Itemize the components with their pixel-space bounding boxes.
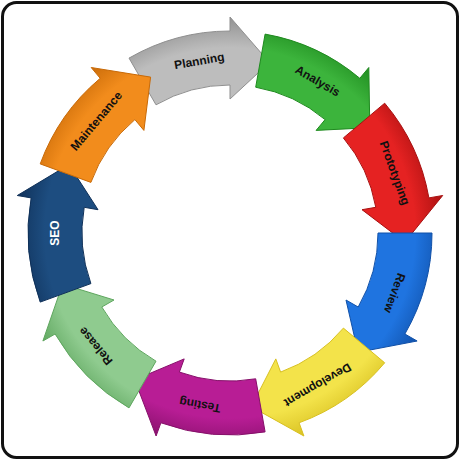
stage-label: Release — [77, 324, 115, 366]
arrow-outline — [251, 328, 384, 436]
arrow-outline — [343, 103, 442, 242]
arrow-outline — [256, 34, 370, 130]
arrow-outline — [129, 17, 269, 105]
stage-label: Maintenance — [68, 89, 124, 152]
frame-border — [3, 3, 458, 458]
arrow-outline — [346, 233, 432, 352]
arrow-outline — [17, 165, 98, 303]
stage-label: Analysis — [293, 64, 342, 99]
stage-label: Planning — [174, 50, 226, 71]
stage-label: Development — [282, 361, 353, 409]
arrow-outline — [43, 284, 156, 408]
arrow-outline — [40, 68, 150, 183]
stage-label: SEO — [49, 220, 61, 245]
stage-label: Prototyping — [377, 139, 411, 206]
stage-label: Testing — [178, 396, 221, 415]
arrow-outline — [135, 359, 265, 436]
stage-label: Review — [382, 271, 407, 314]
